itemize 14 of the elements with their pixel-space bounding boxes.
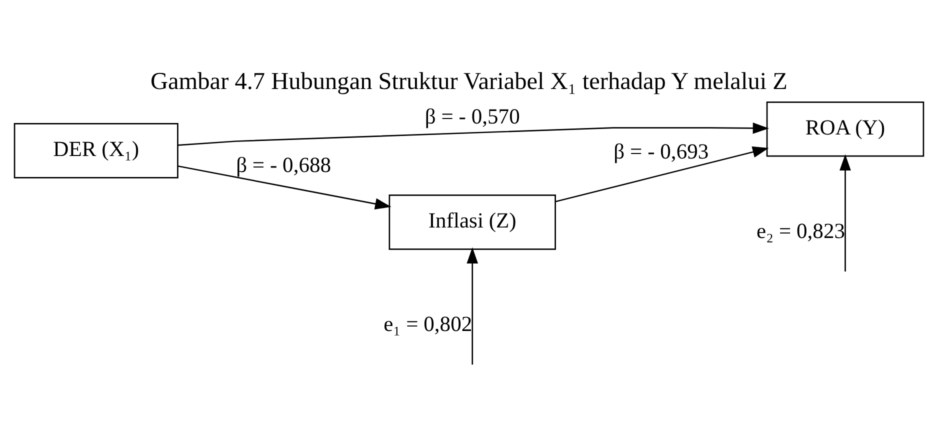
diagram-title: Gambar 4.7 Hubungan Struktur Variabel X₁ terhadap Y melalui Z xyxy=(150,68,787,96)
edge-label: e₂ = 0,823 xyxy=(756,218,845,243)
edge-label: e₁ = 0,802 xyxy=(383,312,472,336)
node-box: DER (X₁) xyxy=(13,123,178,178)
arrow xyxy=(466,247,478,365)
arrow xyxy=(177,165,391,210)
arrow xyxy=(554,146,768,202)
arrow xyxy=(839,154,850,272)
edge-label: β = - 0,693 xyxy=(613,140,708,164)
node-box: ROA (Y) xyxy=(766,101,924,157)
edge-label: β = - 0,570 xyxy=(424,104,520,128)
arrow xyxy=(177,122,769,146)
edge-label: β = - 0,688 xyxy=(236,153,331,178)
node-box: Inflasi (Z) xyxy=(388,194,556,250)
